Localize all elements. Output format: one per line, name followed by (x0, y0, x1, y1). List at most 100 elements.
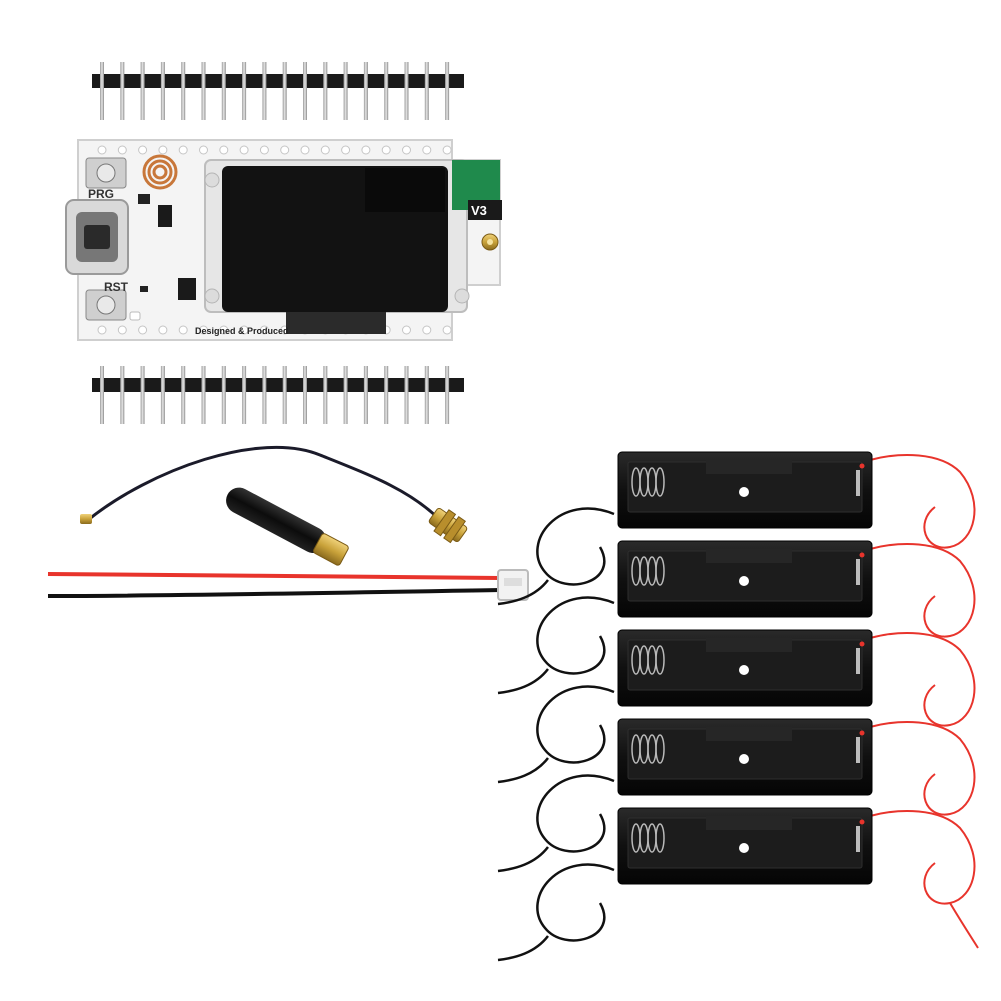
header-pin (201, 62, 206, 120)
board-hole (117, 145, 127, 155)
battery-holder (497, 807, 979, 962)
board-hole (97, 325, 107, 335)
header-pin (120, 62, 125, 120)
mounting-hole (739, 754, 749, 764)
board-hole (442, 145, 452, 155)
board-hole (361, 145, 371, 155)
battery-holder (497, 540, 976, 695)
board-hole (320, 145, 330, 155)
ipex-plug (80, 514, 92, 524)
sma-bulkhead (428, 507, 468, 544)
board-hole (178, 325, 188, 335)
board-hole (402, 325, 411, 335)
board-hole (381, 145, 391, 155)
pin-header-bottom (92, 366, 464, 424)
mounting-hole (739, 487, 749, 497)
header-pin (140, 366, 145, 424)
coil-antenna (142, 154, 178, 190)
board-hole (300, 145, 310, 155)
header-pin (242, 62, 247, 120)
battery-holder (497, 451, 976, 606)
header-pin (282, 366, 287, 424)
board-hole (239, 145, 249, 155)
contact-plate (856, 826, 860, 852)
header-pin (323, 366, 328, 424)
regulator-chip (158, 205, 172, 227)
header-pin (140, 62, 145, 120)
smd-chip (138, 194, 150, 204)
mounting-hole (739, 843, 749, 853)
red-wire (869, 721, 976, 816)
board-hole (158, 145, 168, 155)
red-wire (869, 543, 976, 638)
board-hole (97, 145, 107, 155)
battery-lead-jst (47, 569, 529, 601)
black-wire (536, 774, 615, 853)
board-hole (422, 145, 432, 155)
oled-ribbon (286, 312, 386, 334)
board-hole (138, 325, 148, 335)
spring-coil (655, 823, 665, 853)
version-label: V3 (471, 203, 487, 218)
rst-label: RST (104, 280, 129, 294)
header-pin (323, 62, 328, 120)
board-hole (259, 325, 269, 335)
spring-coil (655, 556, 665, 586)
header-pin (363, 366, 368, 424)
header-pin (262, 366, 267, 424)
black-wire (536, 863, 615, 942)
mounting-hole (739, 665, 749, 675)
header-pin (384, 62, 389, 120)
board-hole (117, 325, 127, 335)
header-pin (343, 62, 348, 120)
board-hole (199, 325, 208, 335)
header-pin (445, 62, 450, 120)
board-hole (280, 145, 290, 155)
spring-coil (655, 467, 665, 497)
board-hole (239, 325, 249, 335)
black-wire (536, 685, 615, 764)
red-wire (869, 632, 976, 727)
header-pin (120, 366, 125, 424)
header-pin (160, 366, 165, 424)
rubber-antenna (226, 487, 349, 566)
battery-holders (497, 451, 979, 962)
red-wire (869, 810, 976, 905)
header-pin (100, 366, 104, 424)
red-wire (869, 454, 976, 549)
black-wire (536, 596, 615, 675)
spring-coil (655, 645, 665, 675)
header-pin (160, 62, 165, 120)
board-hole (402, 145, 411, 155)
contact-plate (856, 648, 860, 674)
header-pin (181, 366, 186, 424)
contact-plate (856, 737, 860, 763)
header-pin (384, 366, 389, 424)
header-pin (343, 366, 348, 424)
header-pin (404, 366, 409, 424)
board-hole (178, 145, 188, 155)
header-pin (445, 366, 450, 424)
header-pin (404, 62, 409, 120)
contact-plate (856, 470, 860, 496)
header-pin (221, 366, 226, 424)
mounting-hole (739, 576, 749, 586)
board-hole (259, 145, 269, 155)
header-pin (363, 62, 368, 120)
board-hole (341, 145, 351, 155)
battery-holder (497, 718, 976, 873)
header-pin (303, 366, 307, 424)
header-pin (181, 62, 186, 120)
prg-label: PRG (88, 187, 114, 201)
board-hole (138, 145, 148, 155)
header-pin (201, 366, 206, 424)
contact-plate (856, 559, 860, 585)
board-hole (422, 325, 432, 335)
battery-holder (497, 629, 976, 784)
header-pin (221, 62, 226, 120)
board-hole (219, 325, 229, 335)
header-pin (262, 62, 267, 120)
board-hole (199, 145, 208, 155)
spring-coil (655, 734, 665, 764)
